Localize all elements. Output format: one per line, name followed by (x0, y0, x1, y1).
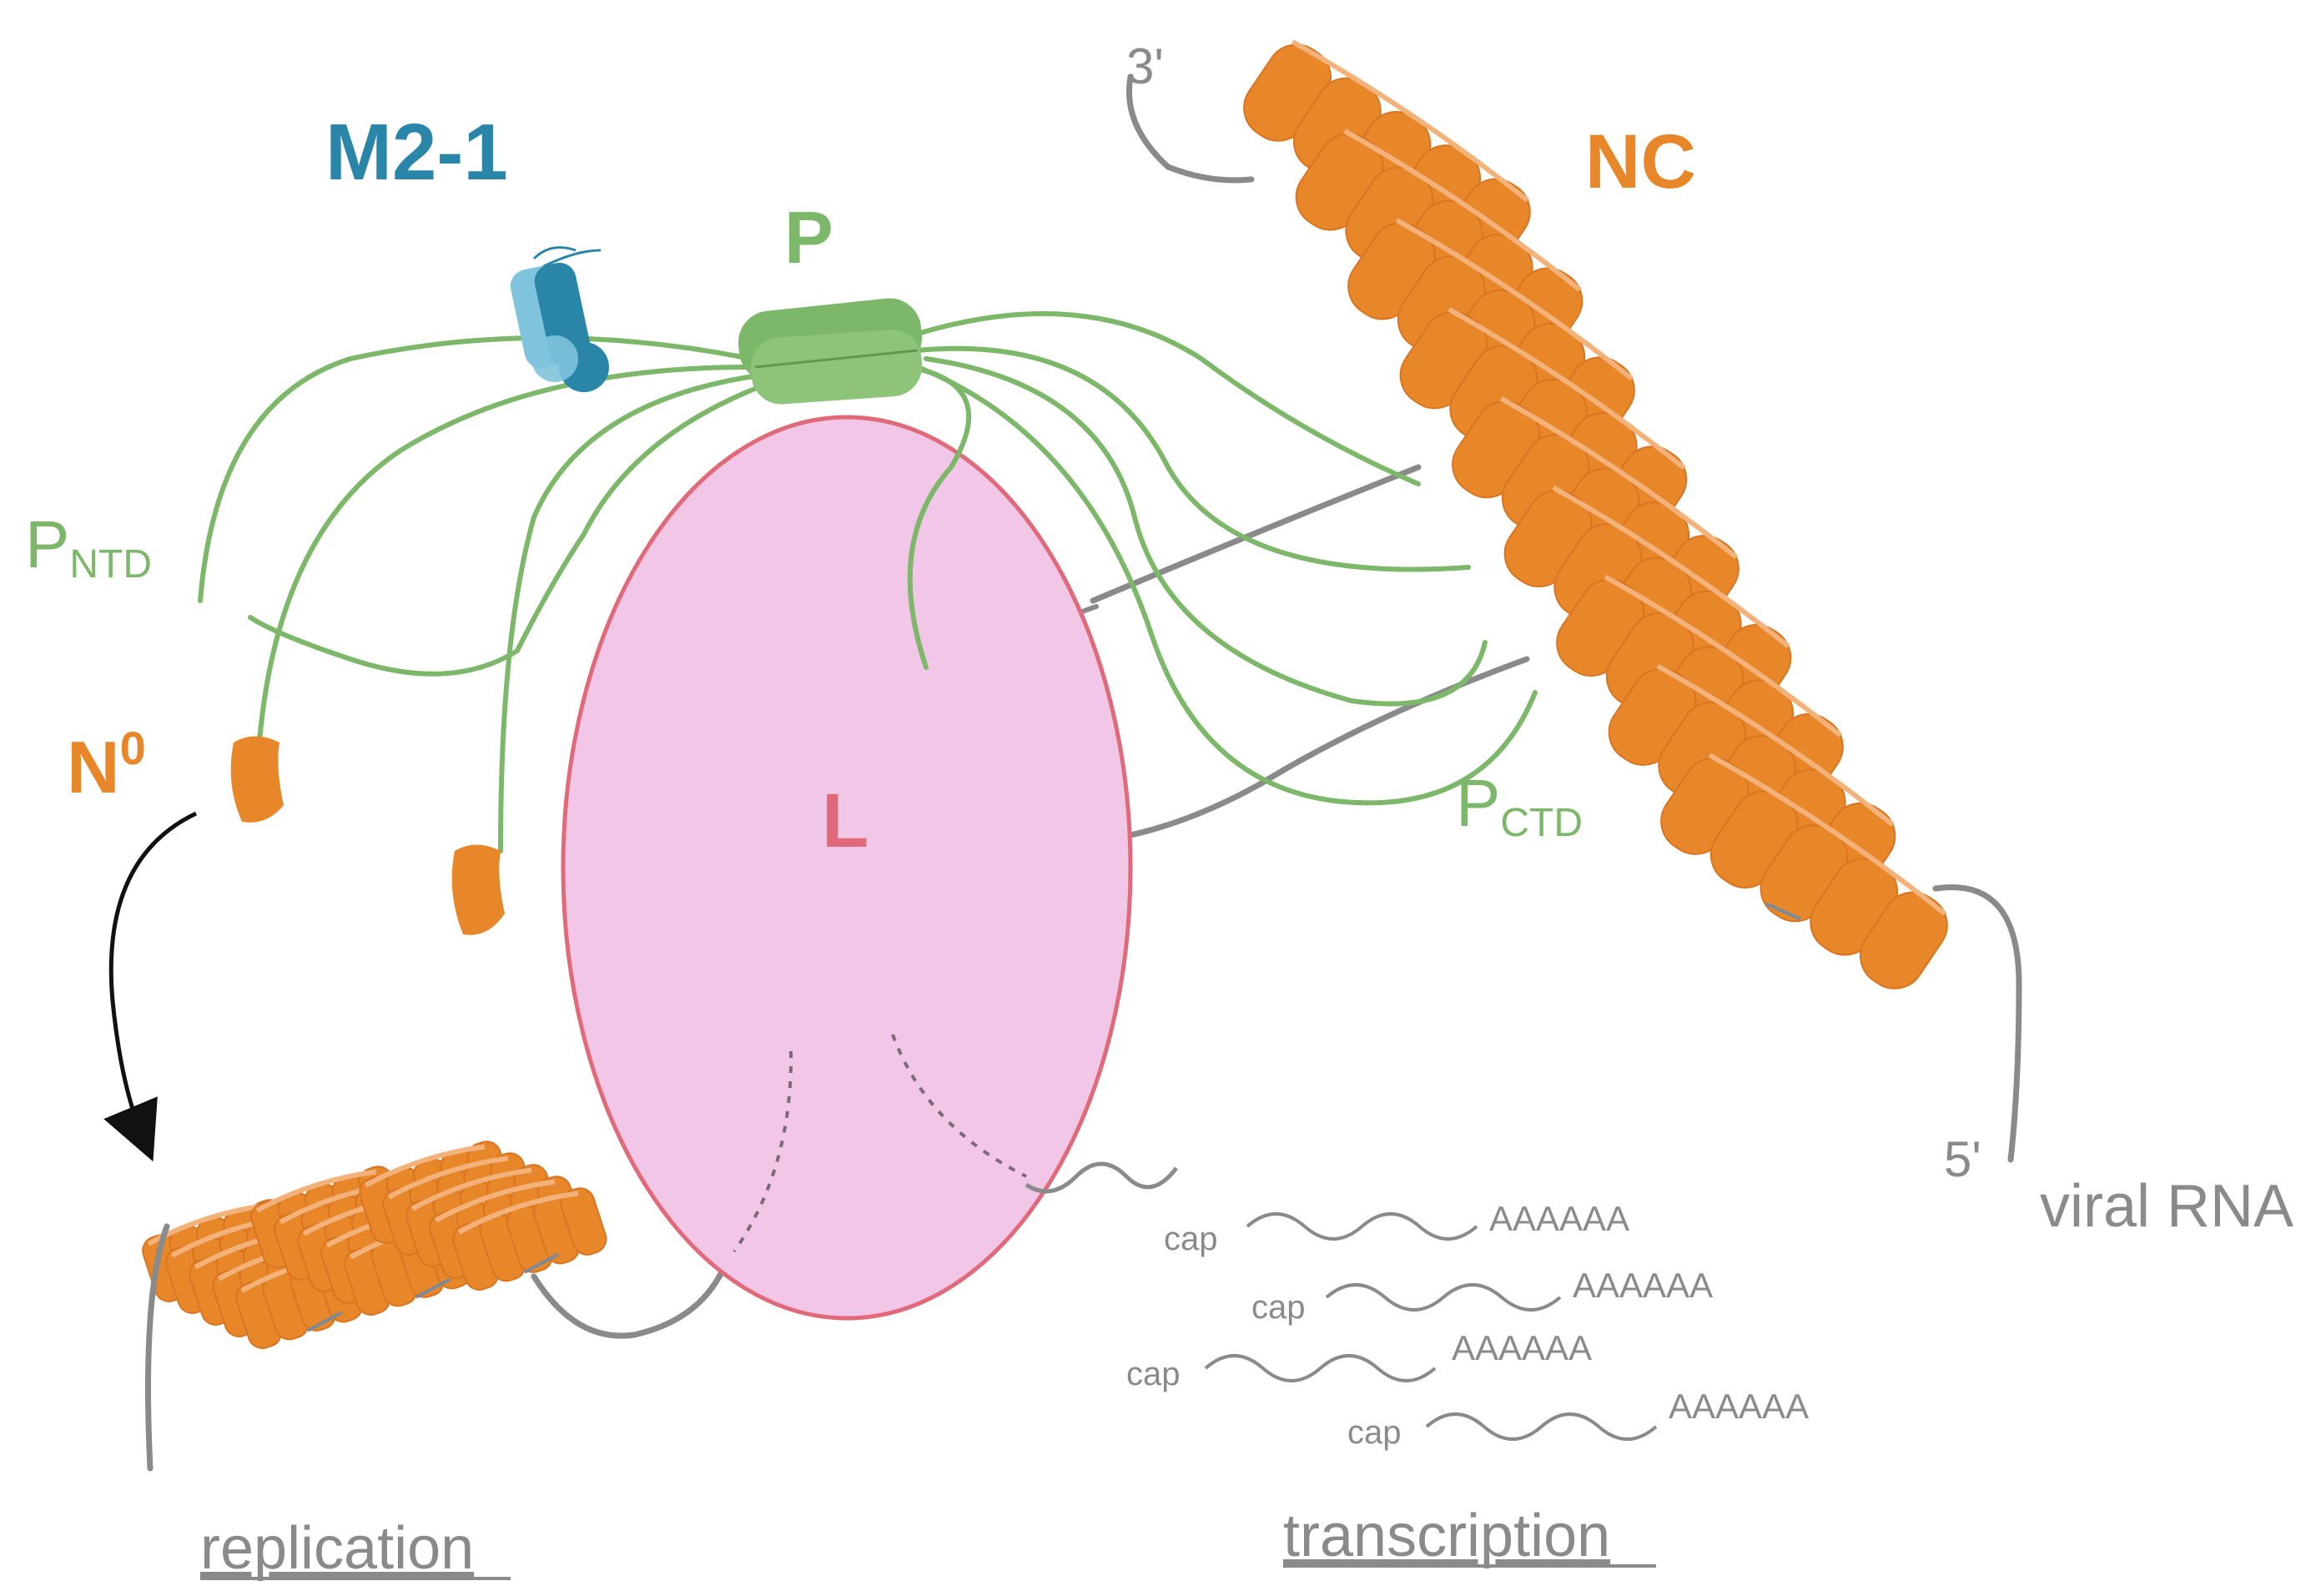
n-subunit-ring (1660, 753, 1948, 989)
m2-1-protein-icon (510, 246, 609, 392)
nc-label: NC (1585, 119, 1696, 204)
replication-arrow (103, 811, 198, 1162)
l-label: L (822, 778, 868, 863)
three-prime-label: 3' (1126, 38, 1164, 94)
mrna-strand (1246, 1212, 1478, 1241)
nucleocapsid (1243, 39, 1948, 989)
transcript-cap-label: cap (1251, 1289, 1306, 1326)
n0-monomer (230, 736, 505, 935)
poly-a-tail-label: AAAAAA (1573, 1266, 1713, 1305)
transcription-label: transcription (1283, 1503, 1610, 1569)
l-polymerase (561, 415, 1178, 1321)
poly-a-tail-label: AAAAAA (1489, 1199, 1629, 1238)
p-ctd-label: PCTD (1456, 766, 1583, 845)
poly-a-tail-label: AAAAAA (1452, 1328, 1592, 1367)
n-subunit-ring (452, 1187, 607, 1291)
replication-label: replication (200, 1515, 474, 1582)
phosphoprotein-tentacles (198, 311, 1538, 853)
transcript-cap-label: cap (1164, 1221, 1218, 1257)
phosphoprotein-tetramer-icon (738, 298, 923, 405)
five-prime-label: 5' (1944, 1131, 1981, 1187)
m2-1-label: M2-1 (325, 108, 508, 197)
poly-a-tail-label: AAAAAA (1669, 1387, 1809, 1426)
p-label: P (784, 196, 833, 279)
transcript-cap-label: cap (1347, 1414, 1402, 1451)
replication-nucleocapsid (142, 1140, 607, 1349)
viral-rna-label: viral RNA (2040, 1173, 2293, 1240)
mrna-strand (1204, 1354, 1437, 1382)
p-ntd-label: PNTD (25, 507, 152, 587)
mrna-strand (1325, 1283, 1562, 1312)
transcript-cap-label: cap (1126, 1356, 1181, 1392)
mrna-strand (1425, 1412, 1658, 1441)
n0-label: N0 (67, 722, 146, 808)
